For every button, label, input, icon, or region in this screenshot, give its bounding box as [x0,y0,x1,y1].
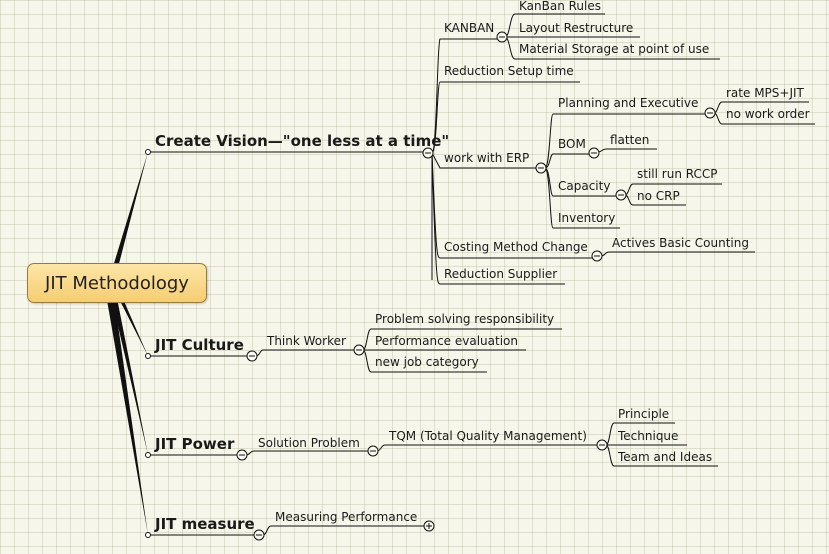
branch-dot-2 [145,452,151,458]
branch-jit-power[interactable]: JIT Power [155,435,235,453]
node-rate-mps[interactable]: rate MPS+JIT [726,86,804,100]
link-planning [544,113,706,169]
node-technique[interactable]: Technique [618,429,679,443]
node-layout-restructure[interactable]: Layout Restructure [519,21,634,35]
node-principle[interactable]: Principle [618,407,670,421]
link-inventory [544,167,620,229]
link-bom [544,153,590,169]
branch-jit-measure[interactable]: JIT measure [155,515,255,533]
trunk-jit-measure [104,283,148,535]
branch-jit-culture[interactable]: JIT Culture [155,336,244,354]
link-measuring-performance [262,525,424,536]
node-material-storage[interactable]: Material Storage at point of use [519,42,710,56]
node-kanban-rules[interactable]: KanBan Rules [519,0,601,13]
link-reduction-setup [431,81,580,154]
node-reduction-supplier[interactable]: Reduction Supplier [444,267,558,281]
node-planning-executive[interactable]: Planning and Executive [558,96,699,110]
node-bom[interactable]: BOM [558,137,586,151]
node-reduction-setup[interactable]: Reduction Setup time [444,64,574,78]
node-no-crp[interactable]: no CRP [637,189,680,203]
branch-dot-0 [145,149,151,155]
node-kanban[interactable]: KANBAN [444,21,495,35]
node-problem-solving[interactable]: Problem solving responsibility [375,312,555,326]
node-no-work-order[interactable]: no work order [726,107,810,121]
link-work-erp [431,152,538,169]
branch-dot-1 [145,353,151,359]
node-new-job-category[interactable]: new job category [375,355,479,369]
link-actives-basic [600,251,755,257]
trunk-create-vision [108,152,148,283]
link-think-worker [255,349,355,357]
node-work-erp[interactable]: work with ERP [444,151,530,165]
node-measuring-performance[interactable]: Measuring Performance [275,510,418,524]
node-tqm[interactable]: TQM (Total Quality Management) [389,429,587,443]
link-solution-problem [245,450,369,456]
node-costing-method[interactable]: Costing Method Change [444,240,588,254]
node-flatten[interactable]: flatten [610,133,650,147]
node-think-worker[interactable]: Think Worker [267,334,346,348]
node-capacity[interactable]: Capacity [558,179,611,193]
node-performance-evaluation[interactable]: Performance evaluation [375,334,518,348]
node-team-ideas[interactable]: Team and Ideas [618,450,713,464]
link-tqm [376,444,597,452]
node-solution-problem[interactable]: Solution Problem [258,436,360,450]
node-still-run-rccp[interactable]: still run RCCP [637,167,718,181]
branch-dot-3 [145,532,151,538]
link-flatten [597,148,657,153]
root-node[interactable]: JIT Methodology [27,263,207,303]
node-actives-basic-counting[interactable]: Actives Basic Counting [612,236,749,250]
node-inventory[interactable]: Inventory [558,211,616,225]
branch-create-vision[interactable]: Create Vision—"one less at a time" [155,132,450,150]
link-reduction-supplier [431,152,565,285]
